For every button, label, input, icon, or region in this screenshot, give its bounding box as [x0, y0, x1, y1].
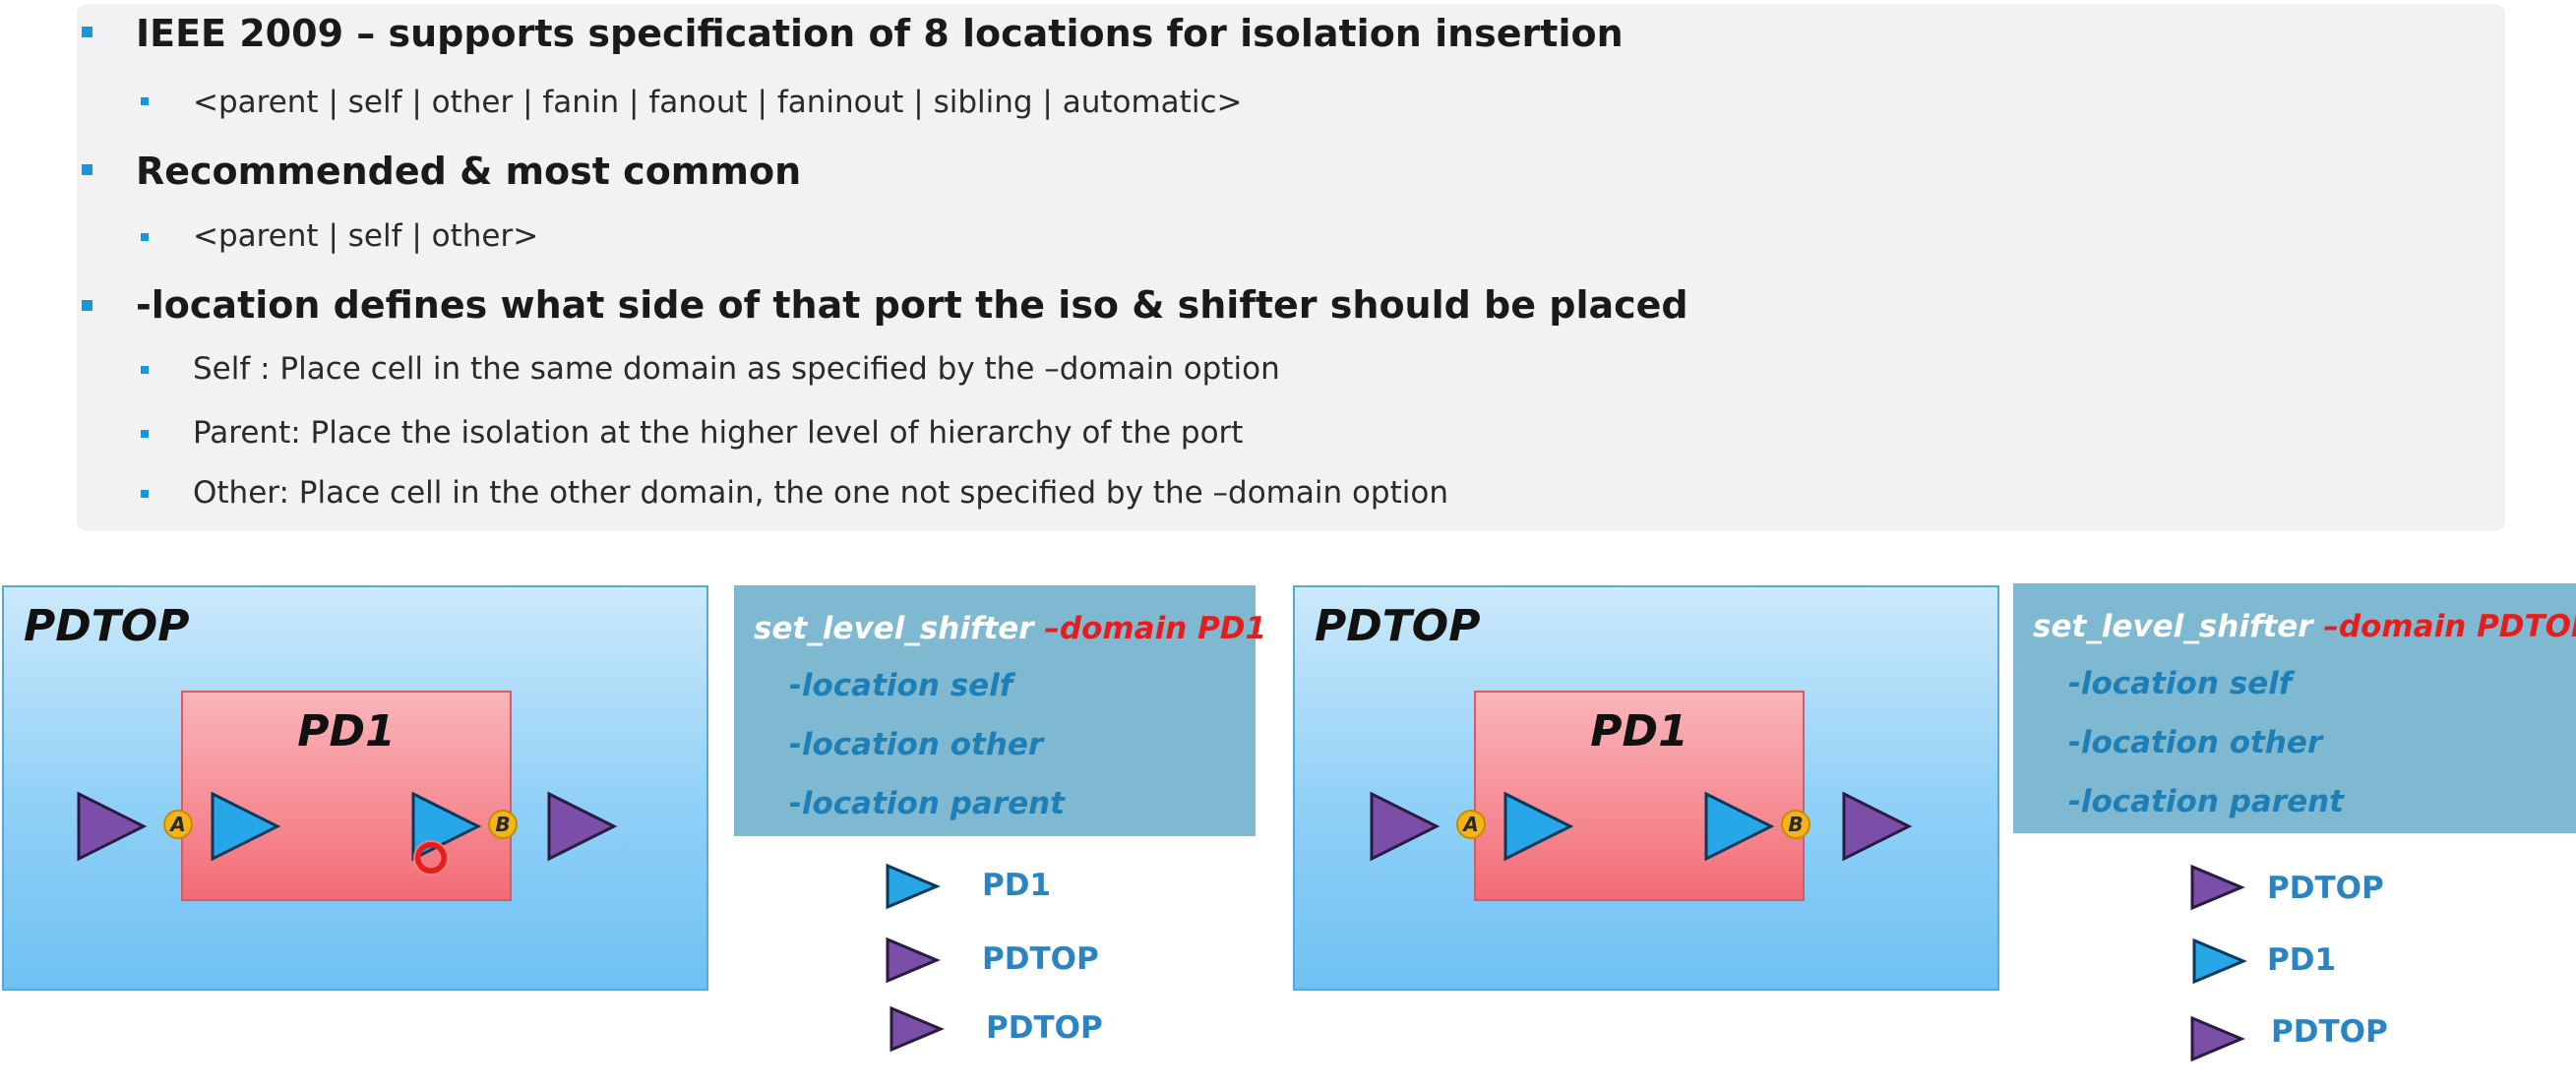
port-b: B: [488, 810, 518, 839]
bullet-location-defines: -location defines what side of that port…: [136, 283, 1688, 327]
blue-cell-icon: [2192, 938, 2247, 985]
pd1-label: PD1: [297, 706, 396, 756]
purple-cell-icon: [889, 1005, 945, 1053]
bullet-self: Self : Place cell in the same domain as …: [193, 351, 1280, 387]
legend-label: PDTOP: [982, 941, 1099, 977]
purple-cell-icon: [2190, 1015, 2245, 1062]
command-box-left: set_level_shifter –domain PD1 -location …: [734, 585, 1266, 836]
bullet-marker: [82, 27, 92, 37]
blue-cell-icon: [211, 791, 281, 862]
bullet-ieee: IEEE 2009 – supports specification of 8 …: [136, 12, 1624, 55]
bullet-marker: [82, 164, 92, 175]
port-a: A: [163, 810, 193, 839]
pd1-domain-left: PD1: [181, 691, 512, 901]
legend-label: PDTOP: [2271, 1014, 2388, 1050]
bullet-panel: [77, 4, 2505, 531]
legend-label: PD1: [2267, 942, 2337, 978]
bullet-common-list: <parent | self | other>: [193, 218, 539, 254]
command-line: set_level_shifter –domain PDTOP: [2033, 609, 2576, 644]
command-box-right: set_level_shifter –domain PDTOP -locatio…: [2013, 583, 2576, 833]
blue-cell-icon: [1704, 791, 1775, 862]
legend-label: PD1: [982, 868, 1052, 903]
option-parent: -location parent: [2068, 784, 2344, 819]
domain-option: –domain PDTOP: [2323, 609, 2576, 644]
bullet-marker: [141, 233, 149, 241]
blue-cell-icon: [1503, 791, 1574, 862]
legend-label: PDTOP: [986, 1010, 1103, 1046]
purple-cell-icon: [886, 937, 941, 984]
purple-cell-icon: [1842, 791, 1913, 862]
port-a: A: [1456, 810, 1486, 839]
bullet-other: Other: Place cell in the other domain, t…: [193, 475, 1448, 511]
bullet-recommended: Recommended & most common: [136, 150, 802, 193]
bullet-locations-list: <parent | self | other | fanin | fanout …: [193, 85, 1243, 120]
pd1-domain-right: PD1: [1474, 691, 1805, 901]
option-other: -location other: [789, 727, 1044, 762]
option-self: -location self: [2068, 666, 2293, 701]
pdtop-domain-left: PDTOP PD1: [2, 585, 708, 991]
command-name: set_level_shifter: [754, 611, 1034, 646]
purple-cell-icon: [77, 791, 148, 862]
bullet-marker: [82, 300, 92, 311]
command-name: set_level_shifter: [2033, 609, 2313, 644]
option-other: -location other: [2068, 725, 2323, 760]
port-b: B: [1781, 810, 1810, 839]
purple-cell-icon: [2190, 864, 2245, 911]
option-parent: -location parent: [789, 786, 1065, 821]
purple-cell-icon: [547, 791, 618, 862]
command-line: set_level_shifter –domain PD1: [754, 611, 1266, 646]
cursor-click-icon: [413, 840, 449, 876]
bullet-marker: [141, 430, 149, 438]
bullet-marker: [141, 97, 149, 105]
pdtop-label: PDTOP: [1315, 601, 1481, 651]
blue-cell-icon: [886, 863, 941, 910]
pd1-label: PD1: [1590, 706, 1688, 756]
option-self: -location self: [789, 668, 1013, 703]
domain-option: –domain PD1: [1044, 611, 1267, 646]
pdtop-domain-right: PDTOP PD1: [1293, 585, 1999, 991]
pdtop-label: PDTOP: [24, 601, 190, 651]
bullet-marker: [141, 490, 149, 498]
bullet-marker: [141, 366, 149, 374]
bullet-parent: Parent: Place the isolation at the highe…: [193, 415, 1244, 451]
purple-cell-icon: [1370, 791, 1441, 862]
legend-label: PDTOP: [2267, 871, 2384, 906]
